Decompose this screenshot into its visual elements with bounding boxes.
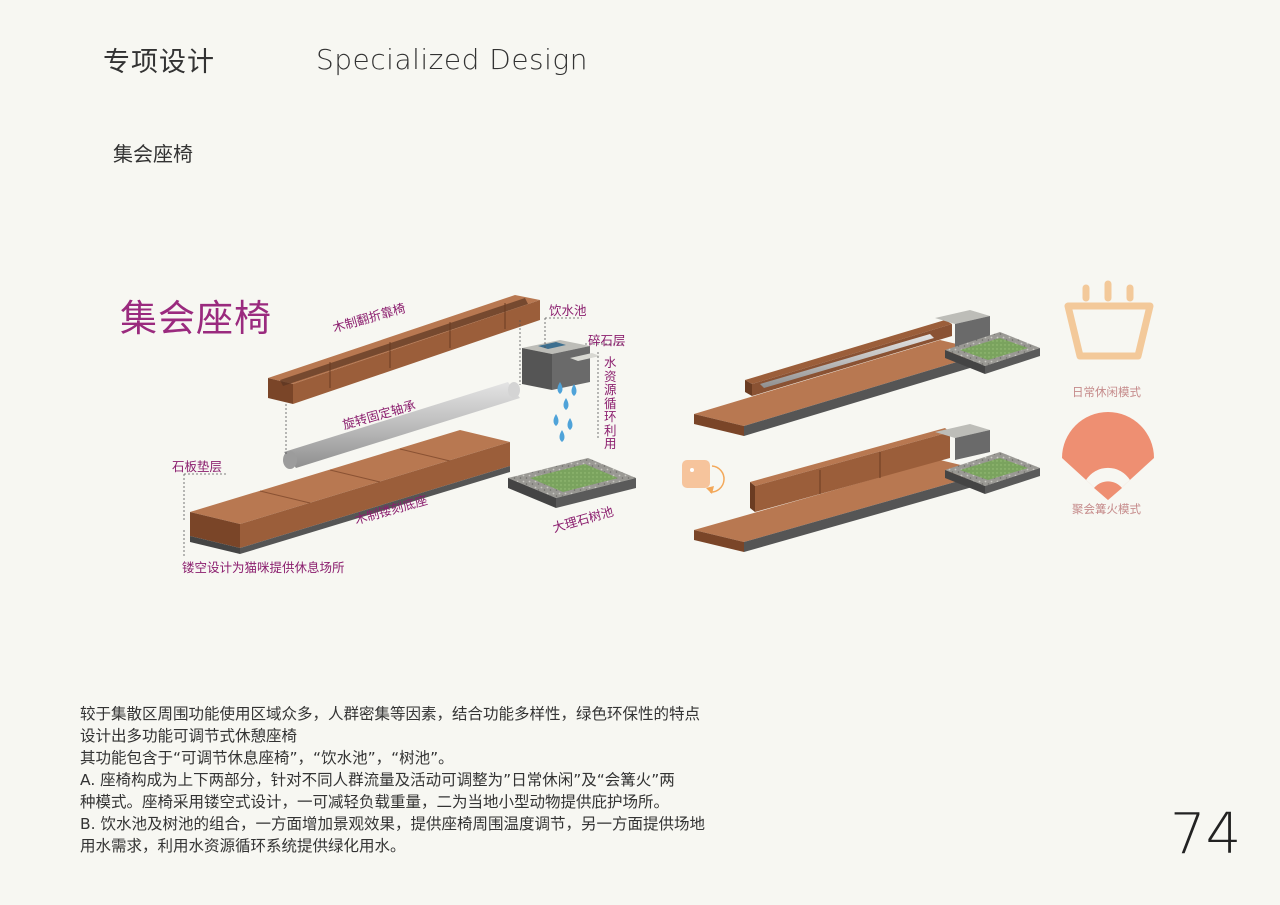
page-number: 74 (1170, 802, 1242, 867)
label-water-cycle: 水 资 源 循 环 利 用 (604, 355, 617, 451)
page-title-en: Specialized Design (316, 43, 588, 76)
label-bonfire-mode: 聚会篝火模式 (1072, 502, 1141, 516)
rotate-icon (682, 460, 725, 494)
description-line: B. 饮水池及树池的组合，一方面增加景观效果，提供座椅周围温度调节，另一方面提供… (80, 815, 705, 833)
page-title-cn: 专项设计 (103, 47, 215, 78)
bench-bonfire-mode (694, 424, 1040, 552)
label-drinking-pool: 饮水池 (549, 303, 587, 318)
bench-daily-mode (694, 310, 1040, 436)
description-line: 种模式。座椅采用镂空式设计，一可减轻负载重量，二为当地小型动物提供庇护场所。 (80, 793, 670, 811)
wood-carved-base (190, 430, 510, 554)
water-drops (553, 382, 577, 442)
bowl-icon (1064, 280, 1154, 360)
label-gravel-layer: 碎石层 (588, 333, 626, 348)
wood-folding-backrest (268, 295, 540, 404)
marble-tree-pool (508, 458, 636, 508)
rotating-bearing-pipe (283, 382, 520, 469)
section-label: 集会座椅 (113, 142, 193, 166)
description-line: 其功能包含于“可调节休息座椅”，“饮水池”，“树池”。 (80, 749, 454, 767)
description-line: 设计出多功能可调节式休憩座椅 (80, 727, 298, 745)
label-daily-mode: 日常休闲模式 (1072, 385, 1141, 399)
description-line: A. 座椅构成为上下两部分，针对不同人群流量及活动可调整为”日常休闲”及“会篝火… (80, 771, 675, 789)
description-line: 用水需求，利用水资源循环系统提供绿化用水。 (80, 837, 406, 855)
fan-icon (1062, 412, 1154, 500)
description-text: 较于集散区周围功能使用区域众多，人群密集等因素，结合功能多样性，绿色环保性的特点… (80, 703, 840, 857)
diagram-heading: 集会座椅 (120, 297, 272, 340)
leader-lines (183, 317, 625, 556)
label-stone-slab-layer: 石板垫层 (172, 459, 223, 474)
description-line: 较于集散区周围功能使用区域众多，人群密集等因素，结合功能多样性，绿色环保性的特点 (80, 705, 701, 723)
label-hollow-design: 镂空设计为猫咪提供休息场所 (182, 560, 345, 575)
